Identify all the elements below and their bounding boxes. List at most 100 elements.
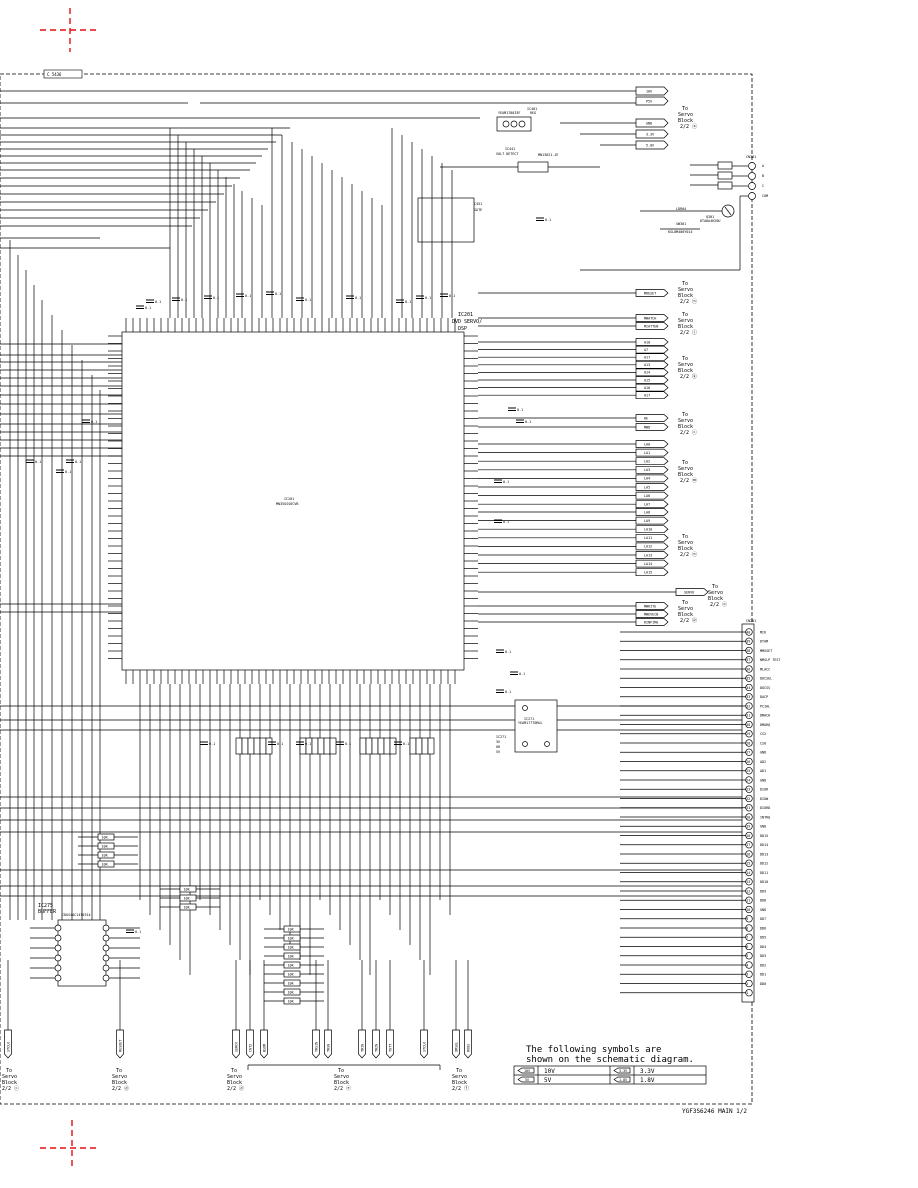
svg-text:Block: Block xyxy=(334,1080,349,1086)
svg-text:0.1: 0.1 xyxy=(75,460,81,464)
svg-text:To: To xyxy=(682,460,688,466)
svg-text:3: 3 xyxy=(746,973,748,977)
svg-text:9: 9 xyxy=(746,917,748,921)
power-arrows: 10V P5V GND 3.3V 5.0V xyxy=(560,86,669,150)
svg-text:DVD SERVO/: DVD SERVO/ xyxy=(452,319,482,325)
svg-text:0.1: 0.1 xyxy=(525,420,531,424)
svg-text:19: 19 xyxy=(746,825,750,829)
svg-text:STCLK: STCLK xyxy=(422,1041,426,1052)
svg-text:DD5: DD5 xyxy=(760,936,766,940)
ic275-buffer: IC275 BUFFER CDUS4AC14T0314 xyxy=(30,903,140,987)
svg-text:1: 1 xyxy=(746,991,748,995)
svg-text:0.1: 0.1 xyxy=(245,294,251,298)
svg-text:To: To xyxy=(682,312,688,318)
svg-text:KSL0M400Y014: KSL0M400Y014 xyxy=(668,230,693,234)
svg-text:BUFFER: BUFFER xyxy=(38,909,57,915)
svg-text:2/2 ⓝ: 2/2 ⓝ xyxy=(680,551,697,558)
svg-text:A17: A17 xyxy=(644,356,650,360)
svg-text:0.1: 0.1 xyxy=(505,690,511,694)
svg-text:Servo: Servo xyxy=(708,590,723,596)
ic401-reg: IC401 REG YEAM178033F xyxy=(496,107,537,132)
svg-text:2/2 ⓓ: 2/2 ⓓ xyxy=(112,1085,129,1092)
svg-text:20: 20 xyxy=(746,815,750,819)
svg-text:2/2 ⓔ: 2/2 ⓔ xyxy=(334,1085,351,1092)
svg-text:DD11: DD11 xyxy=(760,871,768,875)
svg-text:Servo: Servo xyxy=(678,540,693,546)
svg-text:LA8: LA8 xyxy=(644,510,650,514)
svg-text:0.1: 0.1 xyxy=(305,298,311,302)
svg-text:CNT2: CNT2 xyxy=(248,1044,252,1052)
crop-mark-top xyxy=(40,8,100,52)
svg-text:1.8V: 1.8V xyxy=(619,1078,627,1082)
svg-text:30: 30 xyxy=(746,723,750,727)
svg-text:LA2: LA2 xyxy=(644,460,650,464)
ic201-top-pins xyxy=(125,318,456,332)
right-signal-flags: A10A7A17A13A14A15A16A17LA0LA1LA2LA3LA4LA… xyxy=(478,289,709,626)
svg-text:0.1: 0.1 xyxy=(155,300,161,304)
svg-text:DD7: DD7 xyxy=(760,917,766,921)
svg-text:10K: 10K xyxy=(288,981,295,985)
svg-text:2/2 ⓞ: 2/2 ⓞ xyxy=(710,601,727,608)
footer-label: YGF3S6246 MAIN 1/2 xyxy=(682,1108,747,1115)
svg-text:Servo: Servo xyxy=(112,1074,127,1080)
svg-text:DD1: DD1 xyxy=(760,973,766,977)
svg-text:10K: 10K xyxy=(102,835,109,839)
svg-text:TR2N: TR2N xyxy=(374,1044,378,1052)
svg-text:INTRQ: INTRQ xyxy=(760,815,770,819)
svg-text:BSDM: BSDM xyxy=(262,1044,266,1052)
svg-text:A10: A10 xyxy=(644,340,650,344)
svg-text:10K: 10K xyxy=(102,853,109,857)
svg-text:0.1: 0.1 xyxy=(209,742,215,746)
svg-text:GATE: GATE xyxy=(474,208,482,212)
ic201-right-pins xyxy=(464,335,478,659)
svg-text:DD4: DD4 xyxy=(760,945,766,949)
svg-text:SERCK: SERCK xyxy=(234,1041,238,1052)
svg-text:0.1: 0.1 xyxy=(277,742,283,746)
svg-text:10K: 10K xyxy=(184,905,191,909)
svg-text:0.1: 0.1 xyxy=(345,742,351,746)
svg-text:To: To xyxy=(682,281,688,287)
legend-title-2: shown on the schematic diagram. xyxy=(526,1055,694,1065)
svg-text:MMXSET: MMXSET xyxy=(760,649,772,653)
ic201-bottom-pins xyxy=(125,670,456,684)
svg-text:LA1: LA1 xyxy=(644,451,650,455)
svg-text:5V: 5V xyxy=(525,1078,529,1082)
svg-text:37: 37 xyxy=(746,658,750,662)
svg-text:2/2 ⓜ: 2/2 ⓜ xyxy=(680,477,697,484)
svg-text:34: 34 xyxy=(746,686,750,690)
svg-text:LA13: LA13 xyxy=(644,553,652,557)
svg-text:A15: A15 xyxy=(644,378,650,382)
svg-text:DACP: DACP xyxy=(760,695,768,699)
ic271: IC271 YEAM177T0RUL IC271 3V OR 5V xyxy=(496,699,558,754)
svg-text:IC271: IC271 xyxy=(496,735,506,739)
svg-text:2/2 ⓕ: 2/2 ⓕ xyxy=(452,1085,469,1092)
svg-text:T0TT: T0TT xyxy=(388,1044,392,1052)
svg-text:MLACC: MLACC xyxy=(760,667,770,671)
svg-text:Servo: Servo xyxy=(334,1074,349,1080)
legend-title-1: The following symbols are xyxy=(526,1045,661,1055)
svg-text:16: 16 xyxy=(746,852,750,856)
svg-text:COM: COM xyxy=(762,194,768,198)
svg-text:0.1: 0.1 xyxy=(503,520,509,524)
svg-text:1.8V: 1.8V xyxy=(640,1077,655,1084)
svg-text:2/2 ⓐ: 2/2 ⓐ xyxy=(680,123,697,130)
svg-text:LA15: LA15 xyxy=(644,571,652,575)
svg-text:10K: 10K xyxy=(288,972,295,976)
svg-text:36: 36 xyxy=(746,667,750,671)
svg-text:5: 5 xyxy=(746,954,748,958)
crop-mark-bottom xyxy=(40,1120,100,1170)
svg-text:13: 13 xyxy=(746,880,750,884)
svg-text:3.3V: 3.3V xyxy=(640,1068,655,1075)
svg-text:RE: RE xyxy=(644,416,648,420)
svg-text:0.1: 0.1 xyxy=(145,306,151,310)
svg-text:40: 40 xyxy=(746,630,750,634)
svg-text:0.1: 0.1 xyxy=(213,296,219,300)
svg-text:A14: A14 xyxy=(644,371,650,375)
svg-text:B: B xyxy=(762,174,764,178)
svg-text:10K: 10K xyxy=(102,862,109,866)
svg-text:DD0: DD0 xyxy=(760,982,766,986)
svg-text:MWD: MWD xyxy=(644,425,650,429)
svg-text:14: 14 xyxy=(746,871,750,875)
svg-text:38: 38 xyxy=(746,649,750,653)
